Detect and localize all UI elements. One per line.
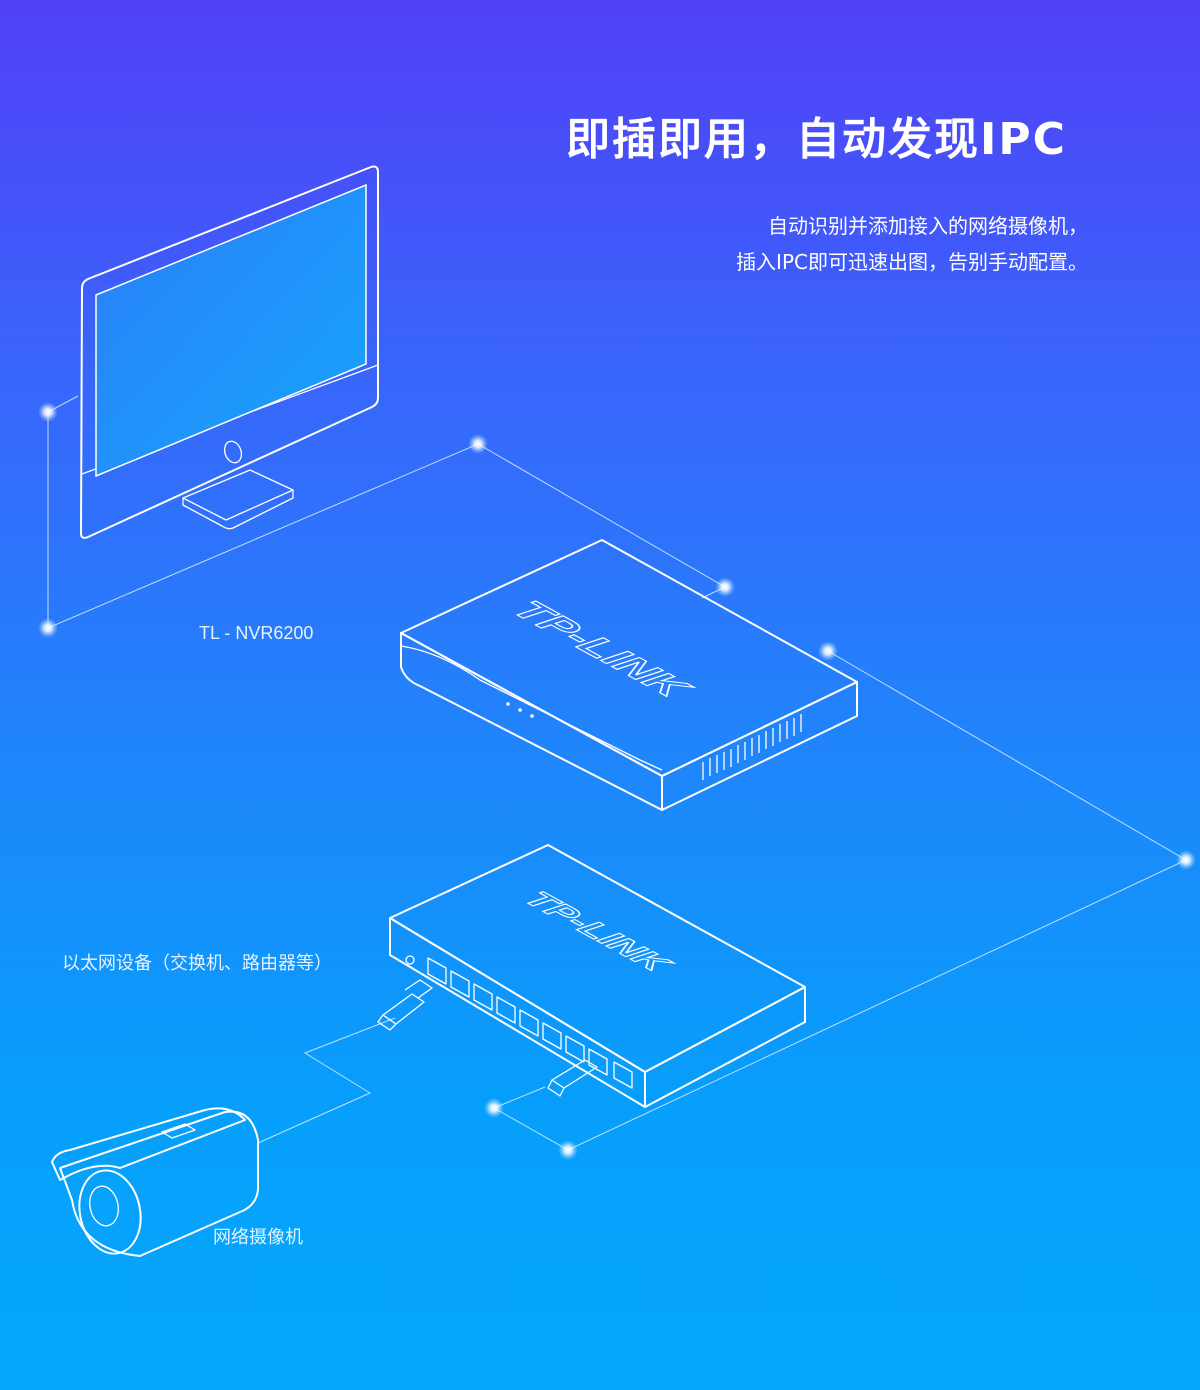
switch-power-led [405, 955, 415, 965]
camera-lens-ring [78, 1169, 142, 1255]
nvr-side [661, 681, 858, 811]
nvr-logo-text: TP-LINK [503, 595, 702, 703]
nvr-vent [702, 714, 802, 780]
subtitle-line-2: 插入IPC即可迅速出图，告别手动配置。 [736, 250, 1088, 274]
glow-node [468, 434, 488, 454]
nvr-front-bevel [400, 645, 663, 771]
glow-node [715, 577, 735, 597]
nvr-led-2 [518, 708, 522, 712]
camera-hood [51, 1107, 246, 1181]
glow-node [818, 641, 838, 661]
monitor-screen [95, 183, 367, 478]
subtitle: 自动识别并添加接入的网络摄像机， 插入IPC即可迅速出图，告别手动配置。 [736, 208, 1088, 280]
ethernet-plug [377, 979, 433, 1031]
camera-mount [161, 1123, 196, 1139]
nvr-illustration: TP-LINK [400, 539, 858, 811]
monitor-illustration [80, 165, 379, 539]
glow-node [558, 1140, 578, 1160]
monitor-stand [182, 469, 294, 530]
glow-node [38, 618, 58, 638]
nvr-led-3 [530, 714, 534, 718]
switch-plug [547, 1059, 598, 1097]
camera-lens [89, 1185, 119, 1227]
nvr-label: TL - NVR6200 [199, 623, 314, 643]
nvr-led-1 [506, 702, 510, 706]
switch-top [389, 844, 806, 1073]
switch-ports [427, 957, 633, 1089]
connection-lines [47, 395, 1188, 1151]
glow-nodes [38, 402, 1196, 1160]
glow-node [38, 402, 58, 422]
monitor-logo [223, 440, 243, 464]
monitor-bezel [80, 165, 379, 539]
glow-node [484, 1098, 504, 1118]
camera-label: 网络摄像机 [213, 1227, 303, 1248]
switch-logo-text: TP-LINK [516, 887, 679, 976]
switch-side [644, 986, 806, 1108]
nvr-to-switch-line [492, 650, 1188, 1151]
nvr-front [400, 632, 663, 811]
glow-node [1176, 850, 1196, 870]
subtitle-line-1: 自动识别并添加接入的网络摄像机， [768, 214, 1088, 238]
camera-cable-line [257, 1017, 396, 1144]
camera-illustration [51, 1107, 259, 1257]
page-title: 即插即用，自动发现IPC [566, 114, 1067, 165]
switch-label: 以太网设备（交换机、路由器等） [62, 953, 332, 974]
